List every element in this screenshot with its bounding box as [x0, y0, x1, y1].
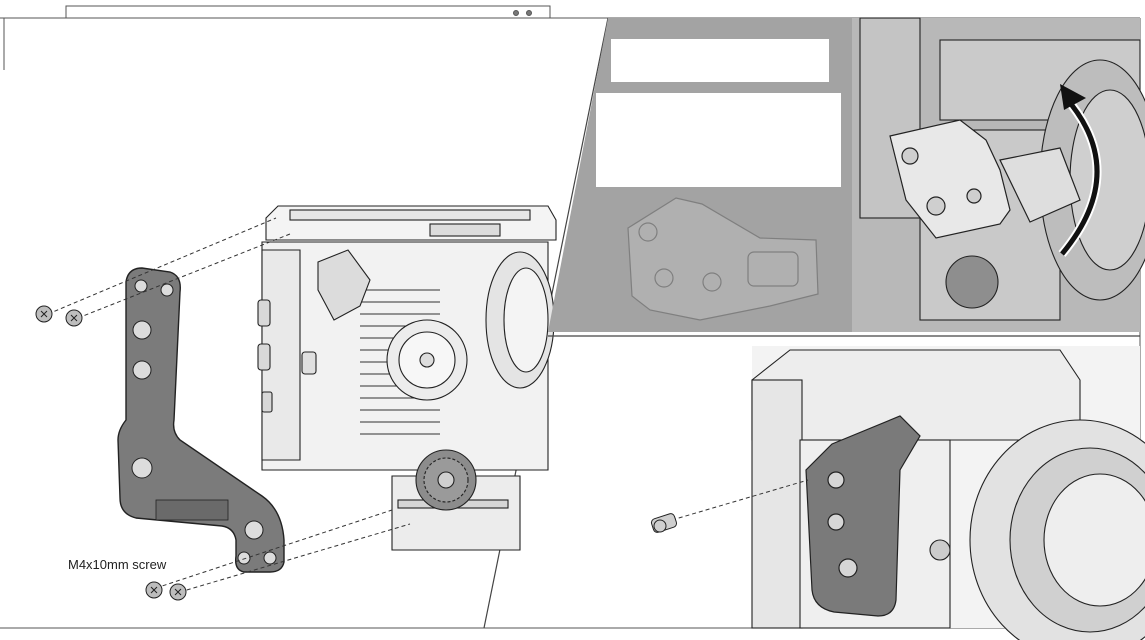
camera-body-left	[257, 205, 557, 551]
assembly-guides-left	[47, 217, 411, 593]
screw-icon	[650, 513, 678, 533]
label-box-2	[596, 93, 841, 187]
rosette-icon	[415, 449, 477, 511]
screw-icon	[35, 305, 187, 601]
label-box-1	[611, 39, 829, 82]
installed-bracket	[805, 415, 921, 617]
curved-arrow-icon	[1058, 84, 1102, 257]
ghost-bracket	[627, 197, 819, 321]
screw-callout-label: M4x10mm screw	[68, 557, 167, 572]
rotating-bracket	[889, 119, 1081, 239]
assembly-guide-right	[671, 479, 809, 521]
side-bracket	[117, 267, 285, 573]
